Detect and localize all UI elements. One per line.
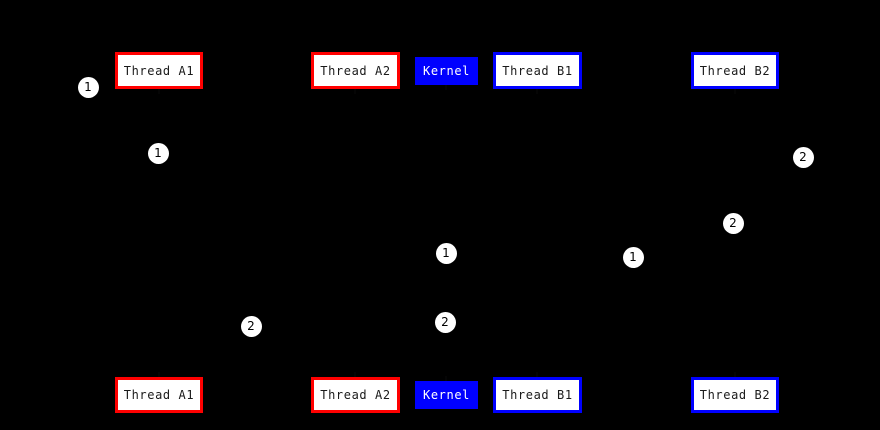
participant-box-thread-b1-top[interactable]: Thread B1 bbox=[493, 52, 582, 89]
participant-box-thread-a2-top[interactable]: Thread A2 bbox=[311, 52, 400, 89]
participant-box-thread-a1-top[interactable]: Thread A1 bbox=[115, 52, 203, 89]
lifeline-kernel-stub-bottom bbox=[445, 376, 447, 381]
participant-label: Kernel bbox=[423, 64, 470, 78]
participant-label: Thread B2 bbox=[699, 63, 771, 78]
step-badge-badge-2-d: 2 bbox=[792, 146, 814, 168]
step-badge-badge-1-b: 1 bbox=[147, 142, 169, 164]
step-badge-badge-2-c: 2 bbox=[722, 212, 744, 234]
lifeline-thread-b1-stub-top bbox=[536, 89, 538, 94]
step-badge-badge-1-a: 1 bbox=[77, 76, 99, 98]
participant-label: Kernel bbox=[423, 388, 470, 402]
lifeline-thread-a1-stub-bottom bbox=[158, 372, 160, 377]
participant-label: Thread A1 bbox=[123, 63, 195, 78]
participant-box-thread-b2-top[interactable]: Thread B2 bbox=[691, 52, 779, 89]
participant-label: Thread B2 bbox=[699, 388, 771, 402]
participant-box-kernel-bottom[interactable]: Kernel bbox=[415, 381, 478, 409]
participant-box-thread-a1-bottom[interactable]: Thread A1 bbox=[115, 377, 203, 413]
participant-box-thread-b1-bottom[interactable]: Thread B1 bbox=[493, 377, 582, 413]
lifeline-thread-b2-stub-bottom bbox=[734, 372, 736, 377]
step-badge-badge-1-c: 1 bbox=[435, 242, 457, 264]
lifeline-thread-a1 bbox=[159, 89, 160, 377]
step-badge-badge-2-a: 2 bbox=[240, 315, 262, 337]
participant-box-thread-b2-bottom[interactable]: Thread B2 bbox=[691, 377, 779, 413]
step-badge-badge-1-d: 1 bbox=[622, 246, 644, 268]
participant-label: Thread A1 bbox=[123, 388, 195, 402]
lifeline-kernel bbox=[446, 85, 447, 381]
step-badge-badge-2-b: 2 bbox=[434, 311, 456, 333]
participant-label: Thread B1 bbox=[502, 63, 573, 78]
lifeline-thread-b1-stub-bottom bbox=[536, 372, 538, 377]
participant-label: Thread B1 bbox=[502, 388, 573, 402]
participant-label: Thread A2 bbox=[320, 388, 391, 402]
lifeline-thread-a1-stub-top bbox=[158, 89, 160, 94]
lifeline-thread-b2-stub-top bbox=[734, 89, 736, 94]
participant-box-kernel-top[interactable]: Kernel bbox=[415, 57, 478, 85]
participant-box-thread-a2-bottom[interactable]: Thread A2 bbox=[311, 377, 400, 413]
lifeline-thread-b1 bbox=[537, 89, 538, 377]
lifeline-kernel-stub-top bbox=[445, 85, 447, 90]
lifeline-thread-a2 bbox=[355, 89, 356, 377]
participant-label: Thread A2 bbox=[320, 63, 391, 78]
lifeline-thread-a2-stub-bottom bbox=[354, 372, 356, 377]
lifeline-thread-a2-stub-top bbox=[354, 89, 356, 94]
